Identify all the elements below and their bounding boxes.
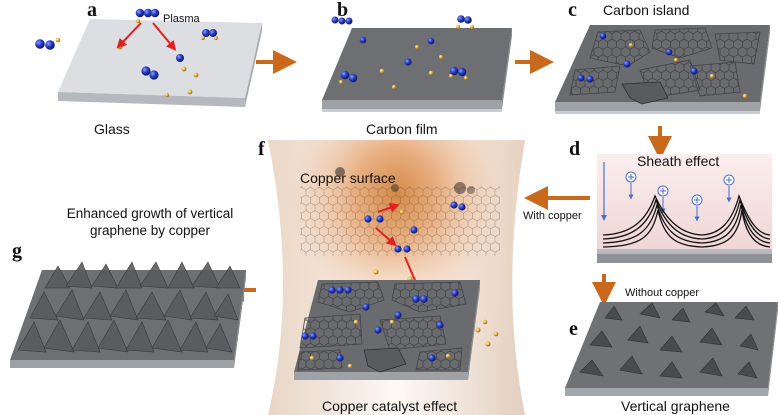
hydrogen-atom — [193, 72, 199, 78]
hydrogen-atom — [674, 58, 678, 62]
label-with-copper: With copper — [523, 210, 582, 222]
carbon-island — [379, 315, 447, 351]
caption-carbon-film: Carbon film — [366, 121, 438, 137]
panel-label-f: f — [258, 138, 265, 160]
hydrogen-atom — [117, 44, 123, 50]
caption-sheath-effect: Sheath effect — [637, 153, 720, 169]
carbon-molecule — [339, 70, 358, 84]
carbon-atom — [450, 201, 458, 209]
carbon-atom — [458, 203, 466, 211]
hydrogen-atom — [187, 89, 193, 95]
reaction-arrow — [375, 227, 397, 247]
panel-e — [565, 302, 778, 396]
copper-graphene — [300, 186, 500, 256]
carbon-island — [391, 281, 467, 313]
carbon-molecule — [201, 29, 218, 40]
hydrogen-atom — [399, 209, 405, 215]
carbon-island-flat — [621, 81, 669, 105]
hydrogen-atom — [475, 327, 481, 333]
carbon-atom — [577, 74, 585, 82]
panel-g-title: Enhanced growth of vertical graphene by … — [66, 206, 234, 238]
hydrogen-atom — [482, 319, 488, 325]
caption-copper-catalyst: Copper catalyst effect — [322, 398, 458, 414]
carbon-atom — [376, 215, 384, 223]
copper-surface-label: Copper surface — [300, 170, 396, 186]
hydrogen-atom — [379, 68, 385, 74]
carbon-atom — [599, 32, 607, 40]
hydrogen-atom — [415, 45, 419, 49]
panel-f — [268, 140, 525, 415]
ion — [657, 185, 669, 214]
panel-label-d: d — [569, 138, 581, 160]
panel-label-g: g — [12, 240, 22, 262]
hydrogen-atom — [742, 93, 748, 99]
carbon-atom — [394, 245, 402, 253]
panel-label-a: a — [87, 0, 97, 21]
carbon-island — [297, 349, 343, 371]
graphene-flakes — [579, 302, 759, 379]
hydrogen-atom — [493, 331, 499, 337]
field-lines — [602, 193, 771, 248]
carbon-island — [589, 29, 651, 67]
panel-label-c: c — [568, 0, 577, 21]
carbon-island — [299, 313, 363, 349]
panel-b — [322, 15, 512, 112]
reaction-arrow — [377, 202, 400, 213]
hydrogen-atom — [135, 18, 141, 24]
hydrogen-atom — [629, 43, 633, 47]
hydrogen-atom — [373, 269, 379, 275]
ion — [691, 194, 703, 222]
carbon-atom — [176, 54, 184, 62]
carbon-atom — [410, 226, 418, 234]
carbon-atom — [690, 67, 698, 75]
carbon-atom — [665, 48, 673, 56]
carbon-island — [714, 31, 761, 65]
hydrogen-atom — [438, 54, 444, 60]
hydrogen-atom — [181, 66, 187, 72]
carbon-island — [569, 65, 621, 96]
carbon-molecule — [135, 8, 160, 18]
ion — [723, 174, 735, 203]
carbon-island — [689, 61, 741, 97]
plasma-label: Plasma — [163, 13, 200, 25]
carbon-molecule — [331, 16, 353, 25]
hydrogen-atom — [164, 92, 170, 98]
caption-glass: Glass — [94, 121, 130, 137]
panel-c — [555, 25, 770, 114]
carbon-island — [415, 347, 463, 371]
caption-vertical-graphene: Vertical graphene — [621, 398, 730, 414]
caption-carbon-island: Carbon island — [603, 2, 690, 18]
substrate-atoms — [301, 286, 459, 369]
carbon-atom — [623, 60, 631, 68]
carbon-atom — [359, 36, 367, 44]
reaction-arrow — [152, 22, 177, 51]
carbon-island-flat — [363, 347, 407, 373]
carbon-molecule — [449, 66, 468, 80]
carbon-atom — [404, 58, 412, 66]
carbon-atom — [427, 37, 435, 45]
hydrogen-atom — [428, 70, 434, 76]
dense-graphene-flakes — [17, 261, 241, 353]
panel-a — [35, 8, 262, 107]
label-without-copper: Without copper — [625, 287, 699, 299]
carbon-molecule — [456, 15, 474, 29]
panel-label-b: b — [337, 0, 349, 21]
carbon-molecule — [141, 66, 159, 80]
hydrogen-atom — [391, 84, 397, 90]
reaction-arrow — [116, 22, 142, 49]
carbon-molecule — [35, 37, 61, 50]
carbon-atom — [403, 245, 411, 253]
carbon-atom — [364, 215, 372, 223]
carbon-atom — [586, 75, 594, 83]
hydrogen-atom — [709, 73, 715, 79]
hydrogen-atom — [485, 341, 491, 347]
ion — [625, 171, 637, 200]
panel-g — [10, 261, 246, 368]
panel-d — [597, 154, 772, 263]
panel-label-e: e — [569, 318, 578, 340]
